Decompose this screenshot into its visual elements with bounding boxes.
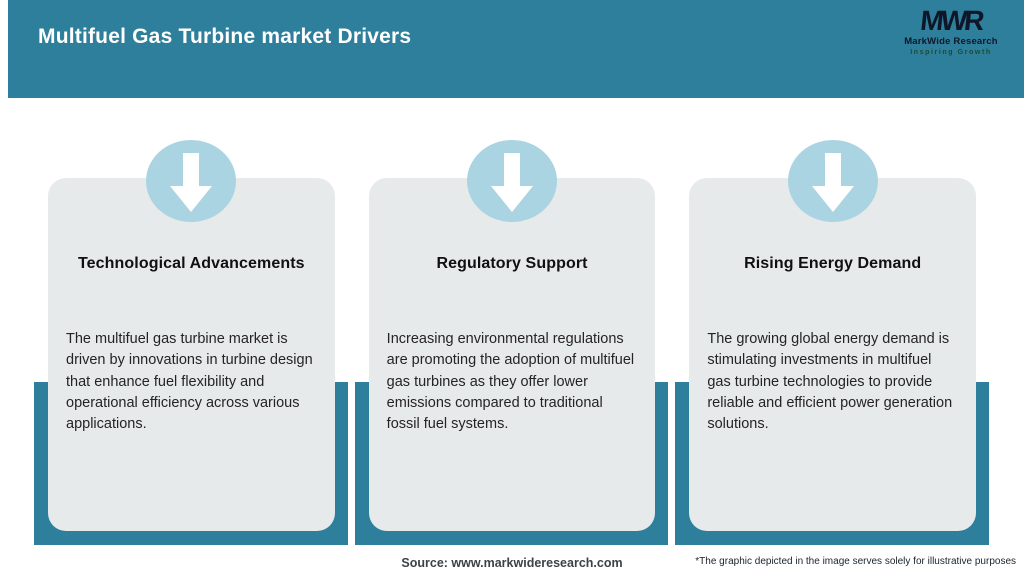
arrow-circle-badge: [787, 140, 878, 222]
arrow-down-icon: [811, 152, 854, 212]
arrow-circle-badge: [146, 140, 237, 222]
card-description: Increasing environmental regulations are…: [386, 331, 635, 433]
driver-card-technological-advancements: Technological Advancements The multifuel…: [34, 140, 348, 545]
source-text: Source: www.markwideresearch.com: [401, 556, 623, 570]
card-title: Regulatory Support: [436, 255, 588, 272]
driver-cards-row: Technological Advancements The multifuel…: [34, 140, 990, 545]
card-description: The multifuel gas turbine market is driv…: [66, 331, 313, 433]
card-description: The growing global energy demand is stim…: [707, 331, 953, 433]
logo-tagline: Inspiring Growth: [910, 48, 992, 56]
arrow-down-icon: [491, 152, 533, 212]
card-panel: Rising Energy Demand The growing global …: [689, 178, 977, 531]
arrow-down-icon: [170, 152, 213, 212]
logo-company-name: MarkWide Research: [904, 36, 998, 47]
markwide-research-logo: MWR MarkWide Research Inspiring Growth: [892, 5, 1010, 56]
card-title: Technological Advancements: [78, 255, 305, 272]
arrow-circle-badge: [467, 140, 557, 222]
driver-card-regulatory-support: Regulatory Support Increasing environmen…: [354, 140, 669, 545]
card-panel: Technological Advancements The multifuel…: [48, 178, 335, 531]
card-title: Rising Energy Demand: [744, 255, 922, 272]
disclaimer-text: *The graphic depicted in the image serve…: [695, 556, 1016, 567]
page-title: Multifuel Gas Turbine market Drivers: [38, 25, 412, 48]
driver-card-rising-energy-demand: Rising Energy Demand The growing global …: [675, 140, 990, 545]
mwr-logo-icon: MWR: [918, 5, 984, 36]
header-bar: Multifuel Gas Turbine market Drivers MWR…: [8, 0, 1024, 98]
card-panel: Regulatory Support Increasing environmen…: [368, 178, 656, 531]
